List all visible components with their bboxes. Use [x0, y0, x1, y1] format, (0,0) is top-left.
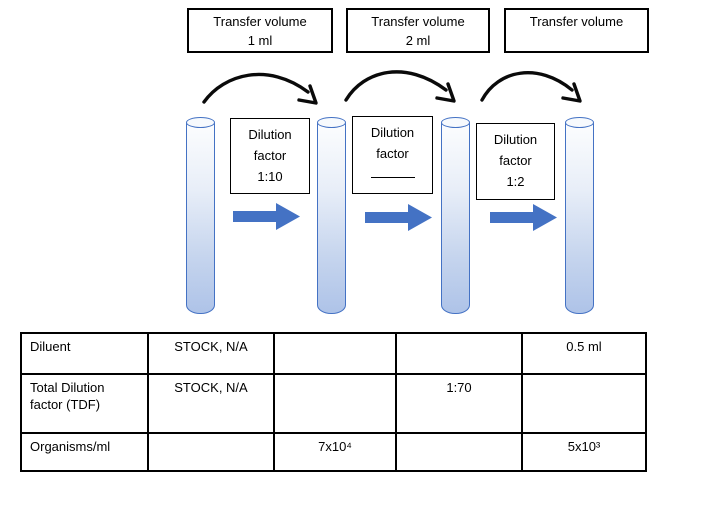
tube-body — [441, 122, 470, 314]
curved-arrow-icon — [342, 58, 462, 115]
dilution-factor-value: 1:10 — [257, 169, 283, 184]
tube-body — [186, 122, 215, 314]
table-row: Organisms/ml 7x10⁴ 5x10³ — [20, 432, 647, 472]
table-row: Total Dilution factor (TDF) STOCK, N/A 1… — [20, 373, 647, 434]
transfer-volume-label: Transfer volume — [213, 14, 307, 29]
transfer-volume-box-3: Transfer volume — [504, 8, 649, 53]
tube-opening — [441, 117, 470, 128]
transfer-volume-box-2: Transfer volume 2 ml — [346, 8, 490, 53]
test-tube-1 — [186, 117, 215, 314]
dilution-factor-label: factor — [376, 146, 409, 161]
transfer-volume-box-1: Transfer volume 1 ml — [187, 8, 333, 53]
table-cell: STOCK, N/A — [147, 373, 275, 434]
dilution-factor-box-3: Dilution factor 1:2 — [476, 123, 555, 200]
right-block-arrow-icon — [490, 204, 557, 231]
table-cell: 5x10³ — [521, 432, 647, 472]
test-tube-3 — [441, 117, 470, 314]
transfer-volume-label: Transfer volume — [371, 14, 465, 29]
dilution-factor-label: Dilution — [248, 127, 292, 142]
dilution-factor-value: 1:2 — [506, 174, 525, 189]
table-cell: 1:70 — [395, 373, 523, 434]
table-cell: 7x10⁴ — [273, 432, 397, 472]
table-cell — [395, 332, 523, 375]
table-row: Diluent STOCK, N/A 0.5 ml — [20, 332, 647, 375]
table-cell — [395, 432, 523, 472]
curved-arrow-icon — [478, 60, 586, 115]
tube-opening — [186, 117, 215, 128]
dilution-factor-label: factor — [253, 148, 287, 163]
row-label-cell: Diluent — [20, 332, 149, 375]
table-cell — [521, 373, 647, 434]
transfer-volume-label: Transfer volume — [529, 14, 624, 29]
dilution-factor-label: Dilution — [493, 132, 538, 147]
table-cell — [273, 332, 397, 375]
table-cell — [147, 432, 275, 472]
tube-body — [565, 122, 594, 314]
row-label-cell: Organisms/ml — [20, 432, 149, 472]
blank-line — [370, 177, 415, 178]
test-tube-2 — [317, 117, 346, 314]
curved-arrow-icon — [200, 60, 326, 117]
tube-opening — [317, 117, 346, 128]
dilution-factor-box-2: Dilution factor — [352, 116, 433, 194]
table-cell — [273, 373, 397, 434]
dilution-factor-label: Dilution — [370, 125, 415, 140]
table-cell: STOCK, N/A — [147, 332, 275, 375]
dilution-factor-box-1: Dilution factor 1:10 — [230, 118, 310, 194]
table-cell: 0.5 ml — [521, 332, 647, 375]
test-tube-4 — [565, 117, 594, 314]
row-label-cell: Total Dilution factor (TDF) — [20, 373, 149, 434]
dilution-factor-label: factor — [499, 153, 532, 168]
right-block-arrow-icon — [233, 203, 300, 230]
transfer-volume-value: 1 ml — [247, 33, 273, 48]
tube-opening — [565, 117, 594, 128]
tube-body — [317, 122, 346, 314]
dilution-table: Diluent STOCK, N/A 0.5 ml Total Dilution… — [20, 332, 647, 472]
right-block-arrow-icon — [365, 204, 432, 231]
transfer-volume-value: 2 ml — [405, 33, 431, 48]
